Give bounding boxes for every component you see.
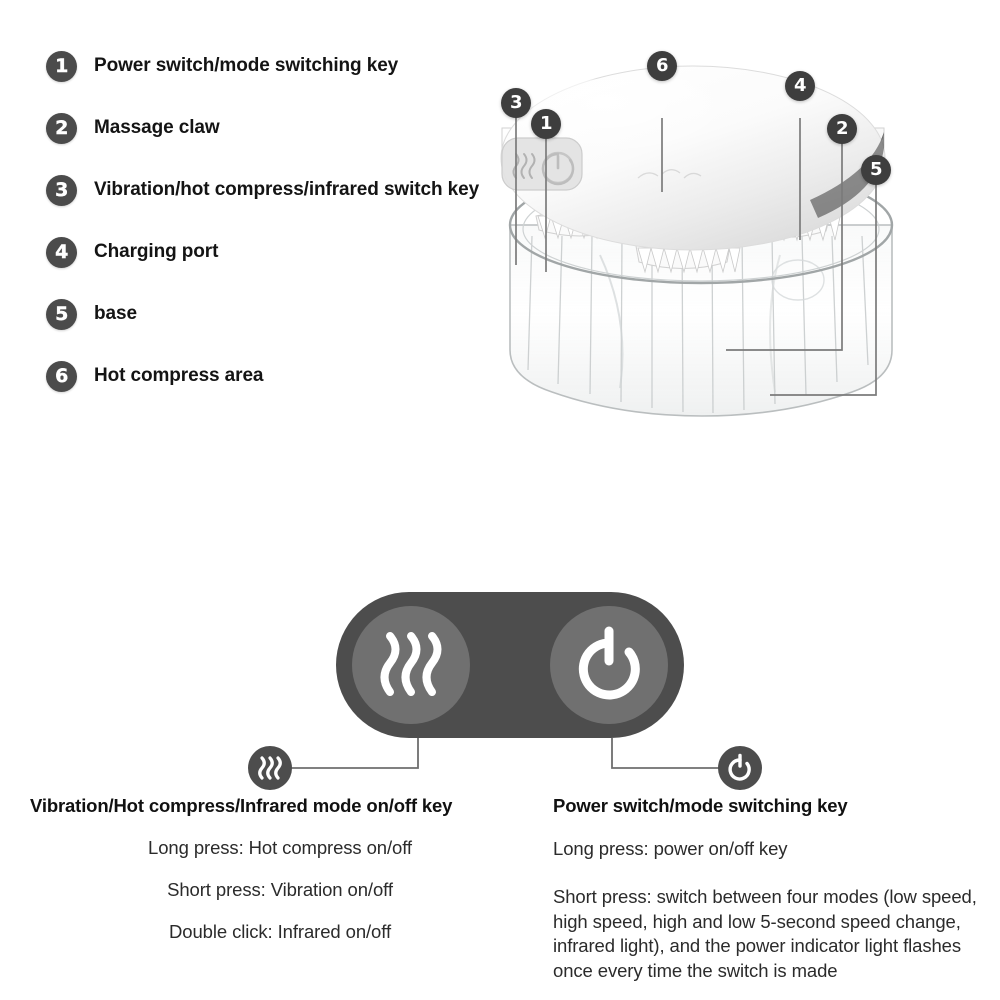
key-leader-lines	[270, 738, 750, 769]
legend-badge-number: 5	[55, 302, 69, 325]
power-key-title: Power switch/mode switching key	[553, 795, 848, 816]
panel-power-button[interactable]	[550, 606, 668, 724]
heat-key-description: Vibration/Hot compress/Infrared mode on/…	[30, 795, 530, 943]
legend-label-5: base	[94, 303, 137, 324]
legend-badge-1: 1	[46, 50, 77, 82]
heat-key-badge	[248, 746, 292, 790]
callout-badge-4: 4	[785, 71, 815, 101]
legend-label-1: Power switch/mode switching key	[94, 55, 399, 76]
callout-badge-6: 6	[647, 51, 677, 81]
device-power-icon	[541, 151, 575, 186]
legend-label-6: Hot compress area	[94, 365, 264, 386]
callout-number: 5	[869, 159, 883, 180]
legend-badge-3: 3	[46, 174, 77, 206]
power-key-description: Power switch/mode switching key Long pre…	[553, 795, 983, 983]
legend-badge-number: 3	[55, 178, 69, 201]
legend-item-2: 2 Massage claw	[46, 112, 220, 144]
legend-item-1: 1 Power switch/mode switching key	[46, 50, 398, 82]
callout-number: 2	[835, 118, 849, 139]
legend-label-3: Vibration/hot compress/infrared switch k…	[94, 179, 480, 200]
power-key-line-2: Short press: switch between four modes (…	[553, 886, 977, 981]
callout-number: 1	[539, 113, 553, 134]
product-illustration: 3 1 6 4 2 5	[480, 40, 920, 540]
callout-badge-1: 1	[531, 109, 561, 139]
legend-item-5: 5 base	[46, 298, 137, 330]
legend-badge-5: 5	[46, 298, 77, 330]
legend-item-4: 4 Charging port	[46, 236, 218, 268]
legend-item-6: 6 Hot compress area	[46, 360, 263, 392]
power-key-badge	[718, 746, 762, 790]
callout-badge-5: 5	[861, 155, 891, 185]
power-icon	[728, 753, 751, 781]
callout-number: 6	[655, 55, 669, 76]
callout-number: 3	[509, 92, 523, 113]
control-panel-diagram	[336, 592, 684, 738]
legend-label-4: Charging port	[94, 241, 219, 262]
device-control-panel	[501, 137, 583, 191]
legend-label-2: Massage claw	[94, 117, 220, 138]
heat-waves-icon	[380, 632, 442, 696]
callout-number: 4	[793, 75, 807, 96]
legend-item-3: 3 Vibration/hot compress/infrared switch…	[46, 174, 479, 206]
power-key-line-1: Long press: power on/off key	[553, 838, 788, 859]
legend-badge-number: 6	[55, 364, 69, 387]
legend-badge-4: 4	[46, 236, 77, 268]
legend-badge-number: 1	[55, 54, 69, 77]
product-device-graphic	[500, 65, 894, 417]
heat-waves-icon	[258, 756, 282, 780]
legend-badge-number: 2	[55, 116, 69, 139]
legend-badge-number: 4	[55, 240, 69, 263]
callout-badge-3: 3	[501, 88, 531, 118]
heat-key-line-3: Double click: Infrared on/off	[169, 921, 391, 942]
callout-leader-lines	[515, 115, 877, 396]
panel-heat-button[interactable]	[352, 606, 470, 724]
callout-badge-2: 2	[827, 114, 857, 144]
heat-key-line-2: Short press: Vibration on/off	[167, 879, 393, 900]
heat-key-title: Vibration/Hot compress/Infrared mode on/…	[30, 795, 453, 816]
legend-badge-2: 2	[46, 112, 77, 144]
power-icon	[578, 626, 640, 700]
legend-badge-6: 6	[46, 360, 77, 392]
heat-key-line-1: Long press: Hot compress on/off	[148, 837, 412, 858]
